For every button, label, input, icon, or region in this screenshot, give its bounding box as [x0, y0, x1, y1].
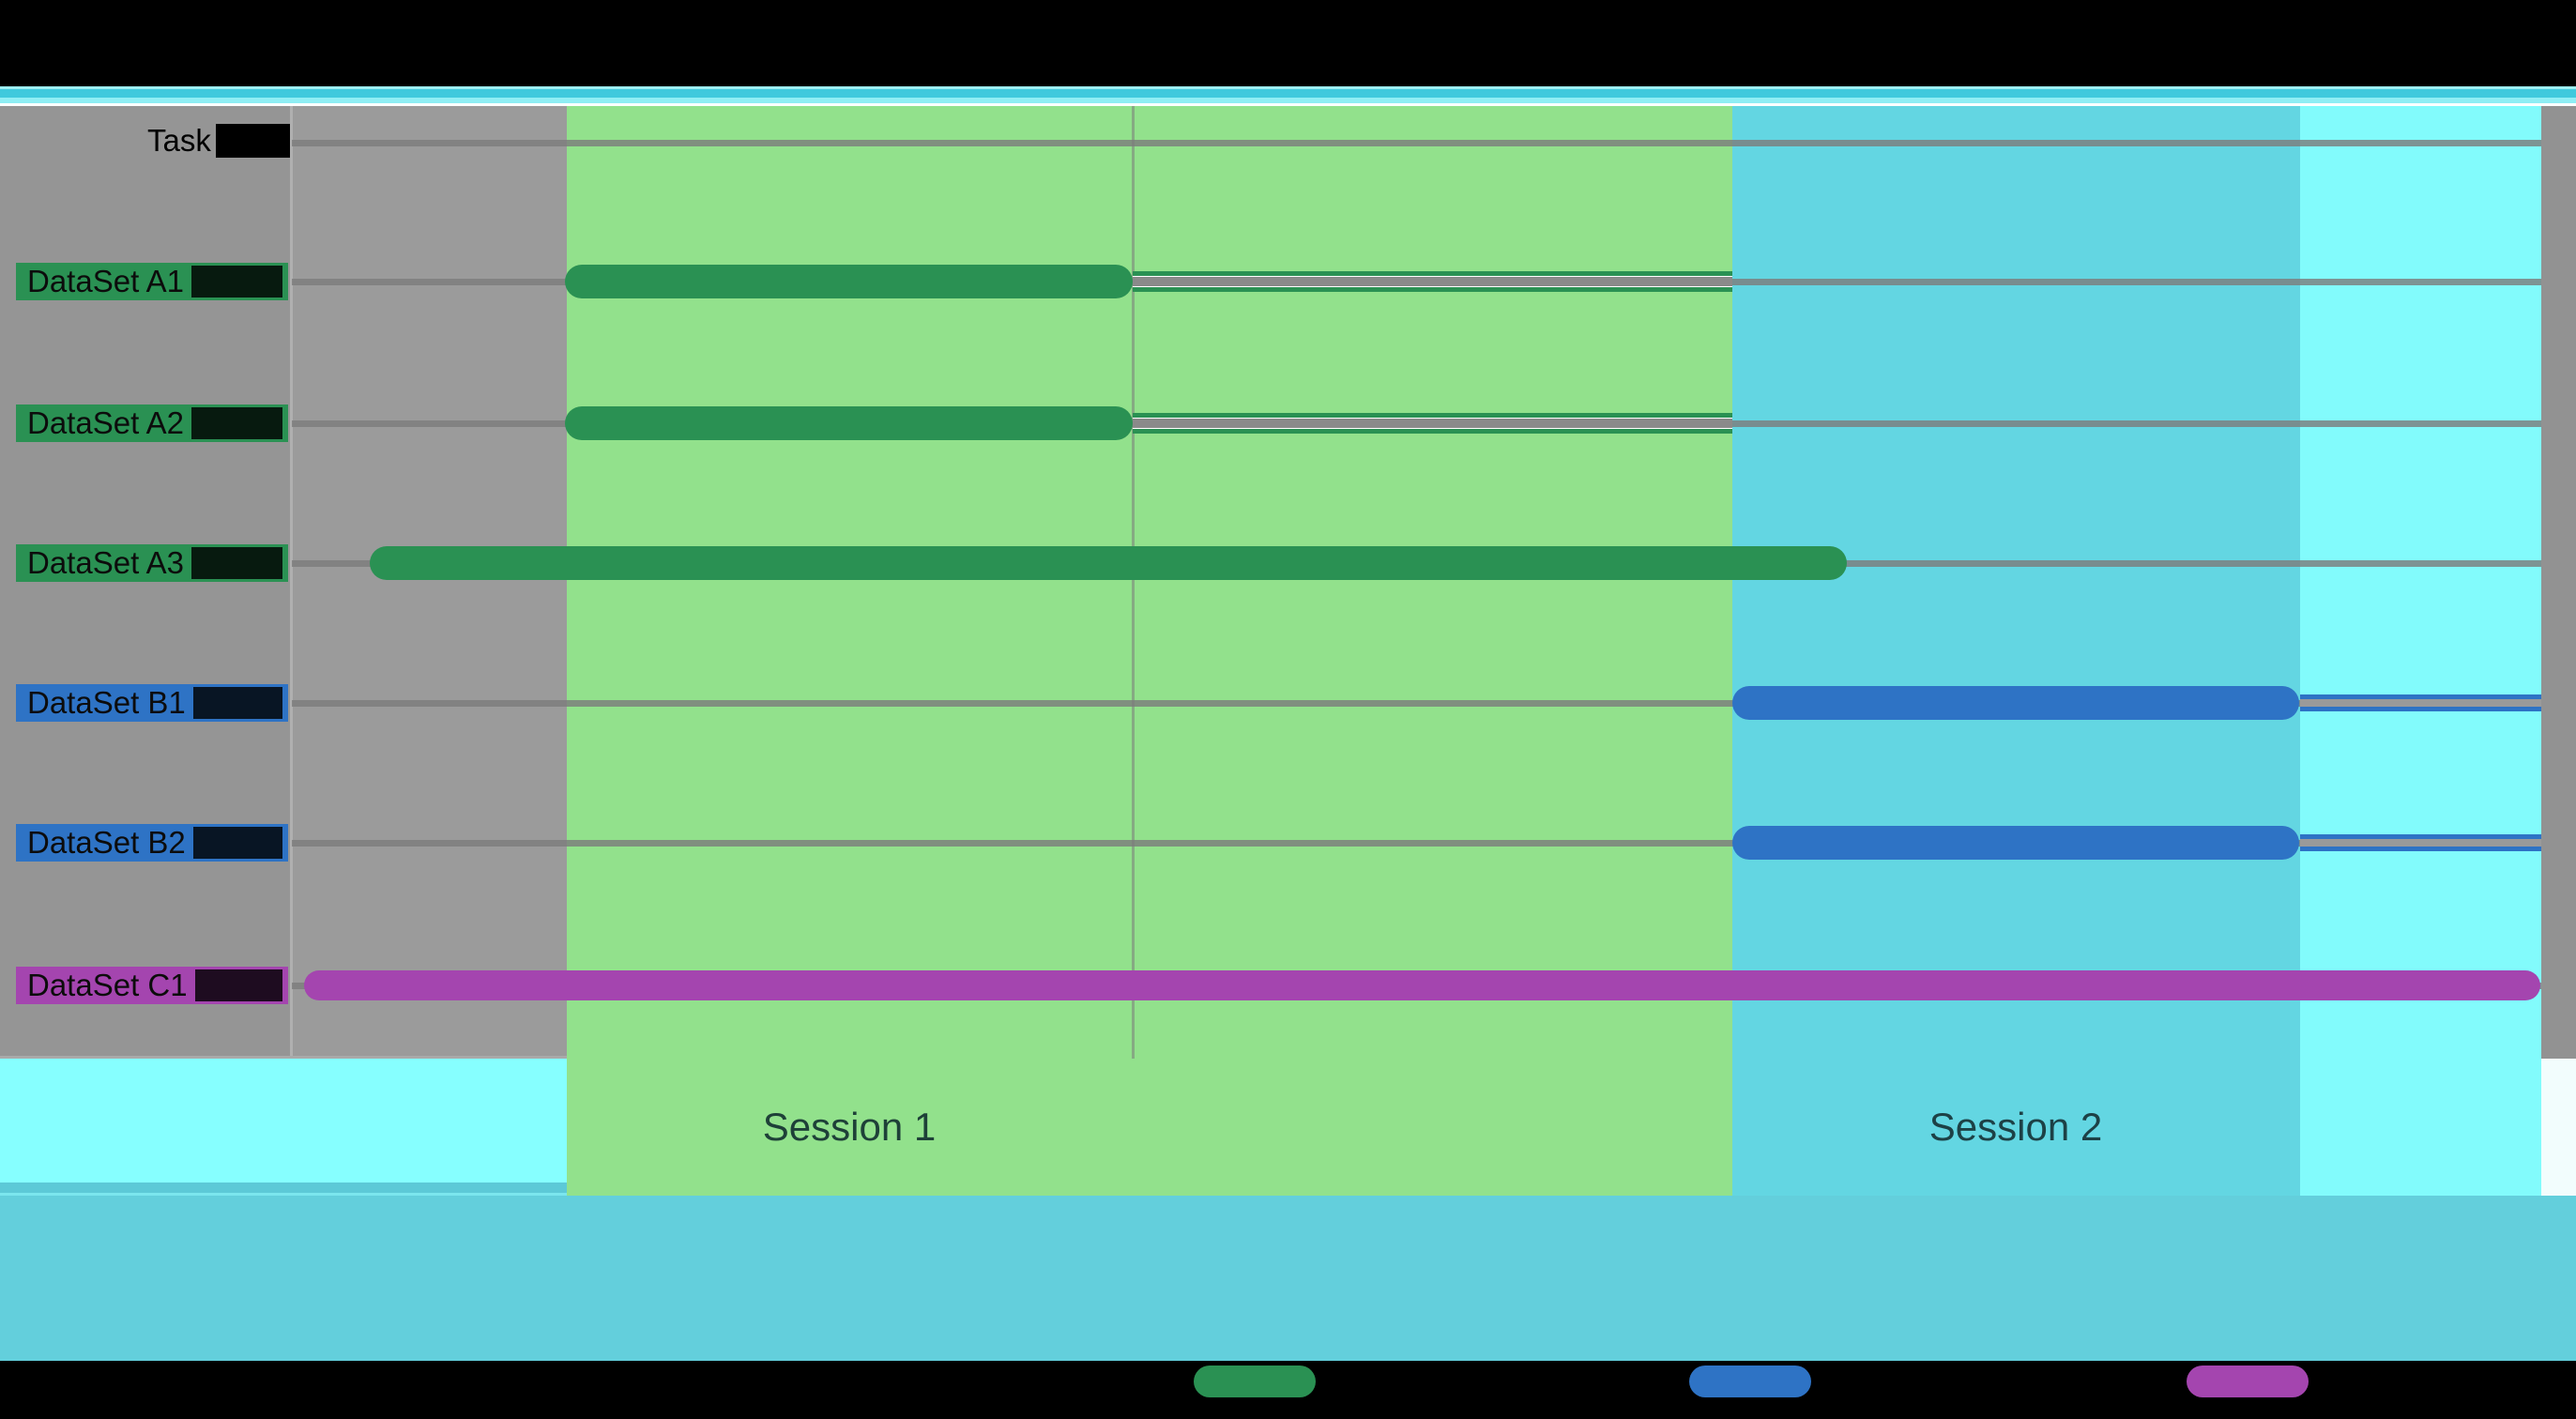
- task-row-badge: DataSet A2: [16, 404, 288, 442]
- pre-session-column: [292, 106, 567, 1059]
- session1-label: Session 1: [762, 1105, 937, 1149]
- row-gridline: [292, 700, 2541, 707]
- redaction-box: [191, 407, 282, 439]
- task-column-header: Task: [147, 123, 290, 159]
- gridline-tail-stripe: [1133, 271, 1732, 292]
- legend-label-redacted: [2327, 1365, 2487, 1398]
- task-bar: [370, 546, 1847, 580]
- tail-band: [2300, 106, 2541, 1196]
- legend-label-redacted: [1334, 1365, 1494, 1398]
- top-black-bar: [0, 0, 2576, 86]
- redaction-box: [215, 124, 290, 158]
- session2-band: [1732, 106, 2300, 1196]
- redaction-box: [191, 266, 282, 298]
- task-row-badge: DataSet B2: [16, 824, 288, 862]
- task-row-badge: DataSet C1: [16, 967, 288, 1004]
- task-label-column: [0, 106, 292, 1059]
- task-bar: [1732, 826, 2299, 860]
- legend-label-redacted: [1830, 1365, 1989, 1398]
- footer-cyan-band: [0, 1196, 2576, 1361]
- right-margin-gray: [2541, 106, 2576, 1059]
- task-row-badge: DataSet A3: [16, 544, 288, 582]
- task-bar: [565, 406, 1133, 440]
- right-margin-white: [2541, 1059, 2576, 1196]
- task-row-label: DataSet C1: [27, 968, 188, 1002]
- session2-label: Session 2: [1928, 1105, 2103, 1149]
- redaction-box: [194, 969, 282, 1001]
- task-row-label: DataSet A1: [27, 264, 184, 298]
- task-header-label: Task: [147, 123, 211, 158]
- task-row-badge: DataSet A1: [16, 263, 288, 300]
- top-cyan-strip: [0, 86, 2576, 103]
- task-bar: [304, 970, 2540, 1000]
- legend-swatch: [1194, 1366, 1316, 1397]
- task-row-label: DataSet A2: [27, 405, 184, 440]
- vertical-gridline: [1132, 106, 1135, 1059]
- row-gridline: [292, 140, 2541, 146]
- task-row-label: DataSet B1: [27, 685, 186, 720]
- row-gridline: [292, 840, 2541, 847]
- task-row-label: DataSet B2: [27, 825, 186, 860]
- task-bar: [565, 265, 1133, 298]
- task-row-label: DataSet A3: [27, 545, 184, 580]
- column-divider: [290, 106, 293, 1059]
- task-bar: [1732, 686, 2299, 720]
- redaction-box: [192, 827, 282, 859]
- redaction-box: [191, 547, 282, 579]
- redaction-box: [192, 687, 282, 719]
- task-row-badge: DataSet B1: [16, 684, 288, 722]
- gridline-tail-stripe: [2300, 834, 2541, 851]
- gridline-tail-stripe: [2300, 694, 2541, 711]
- legend-swatch: [2187, 1366, 2309, 1397]
- panel-bottom-border: [0, 1056, 567, 1059]
- gridline-tail-stripe: [1133, 413, 1732, 434]
- footer-left-strip: [0, 1059, 567, 1196]
- top-white-divider: [0, 103, 2576, 106]
- legend-swatch: [1689, 1366, 1811, 1397]
